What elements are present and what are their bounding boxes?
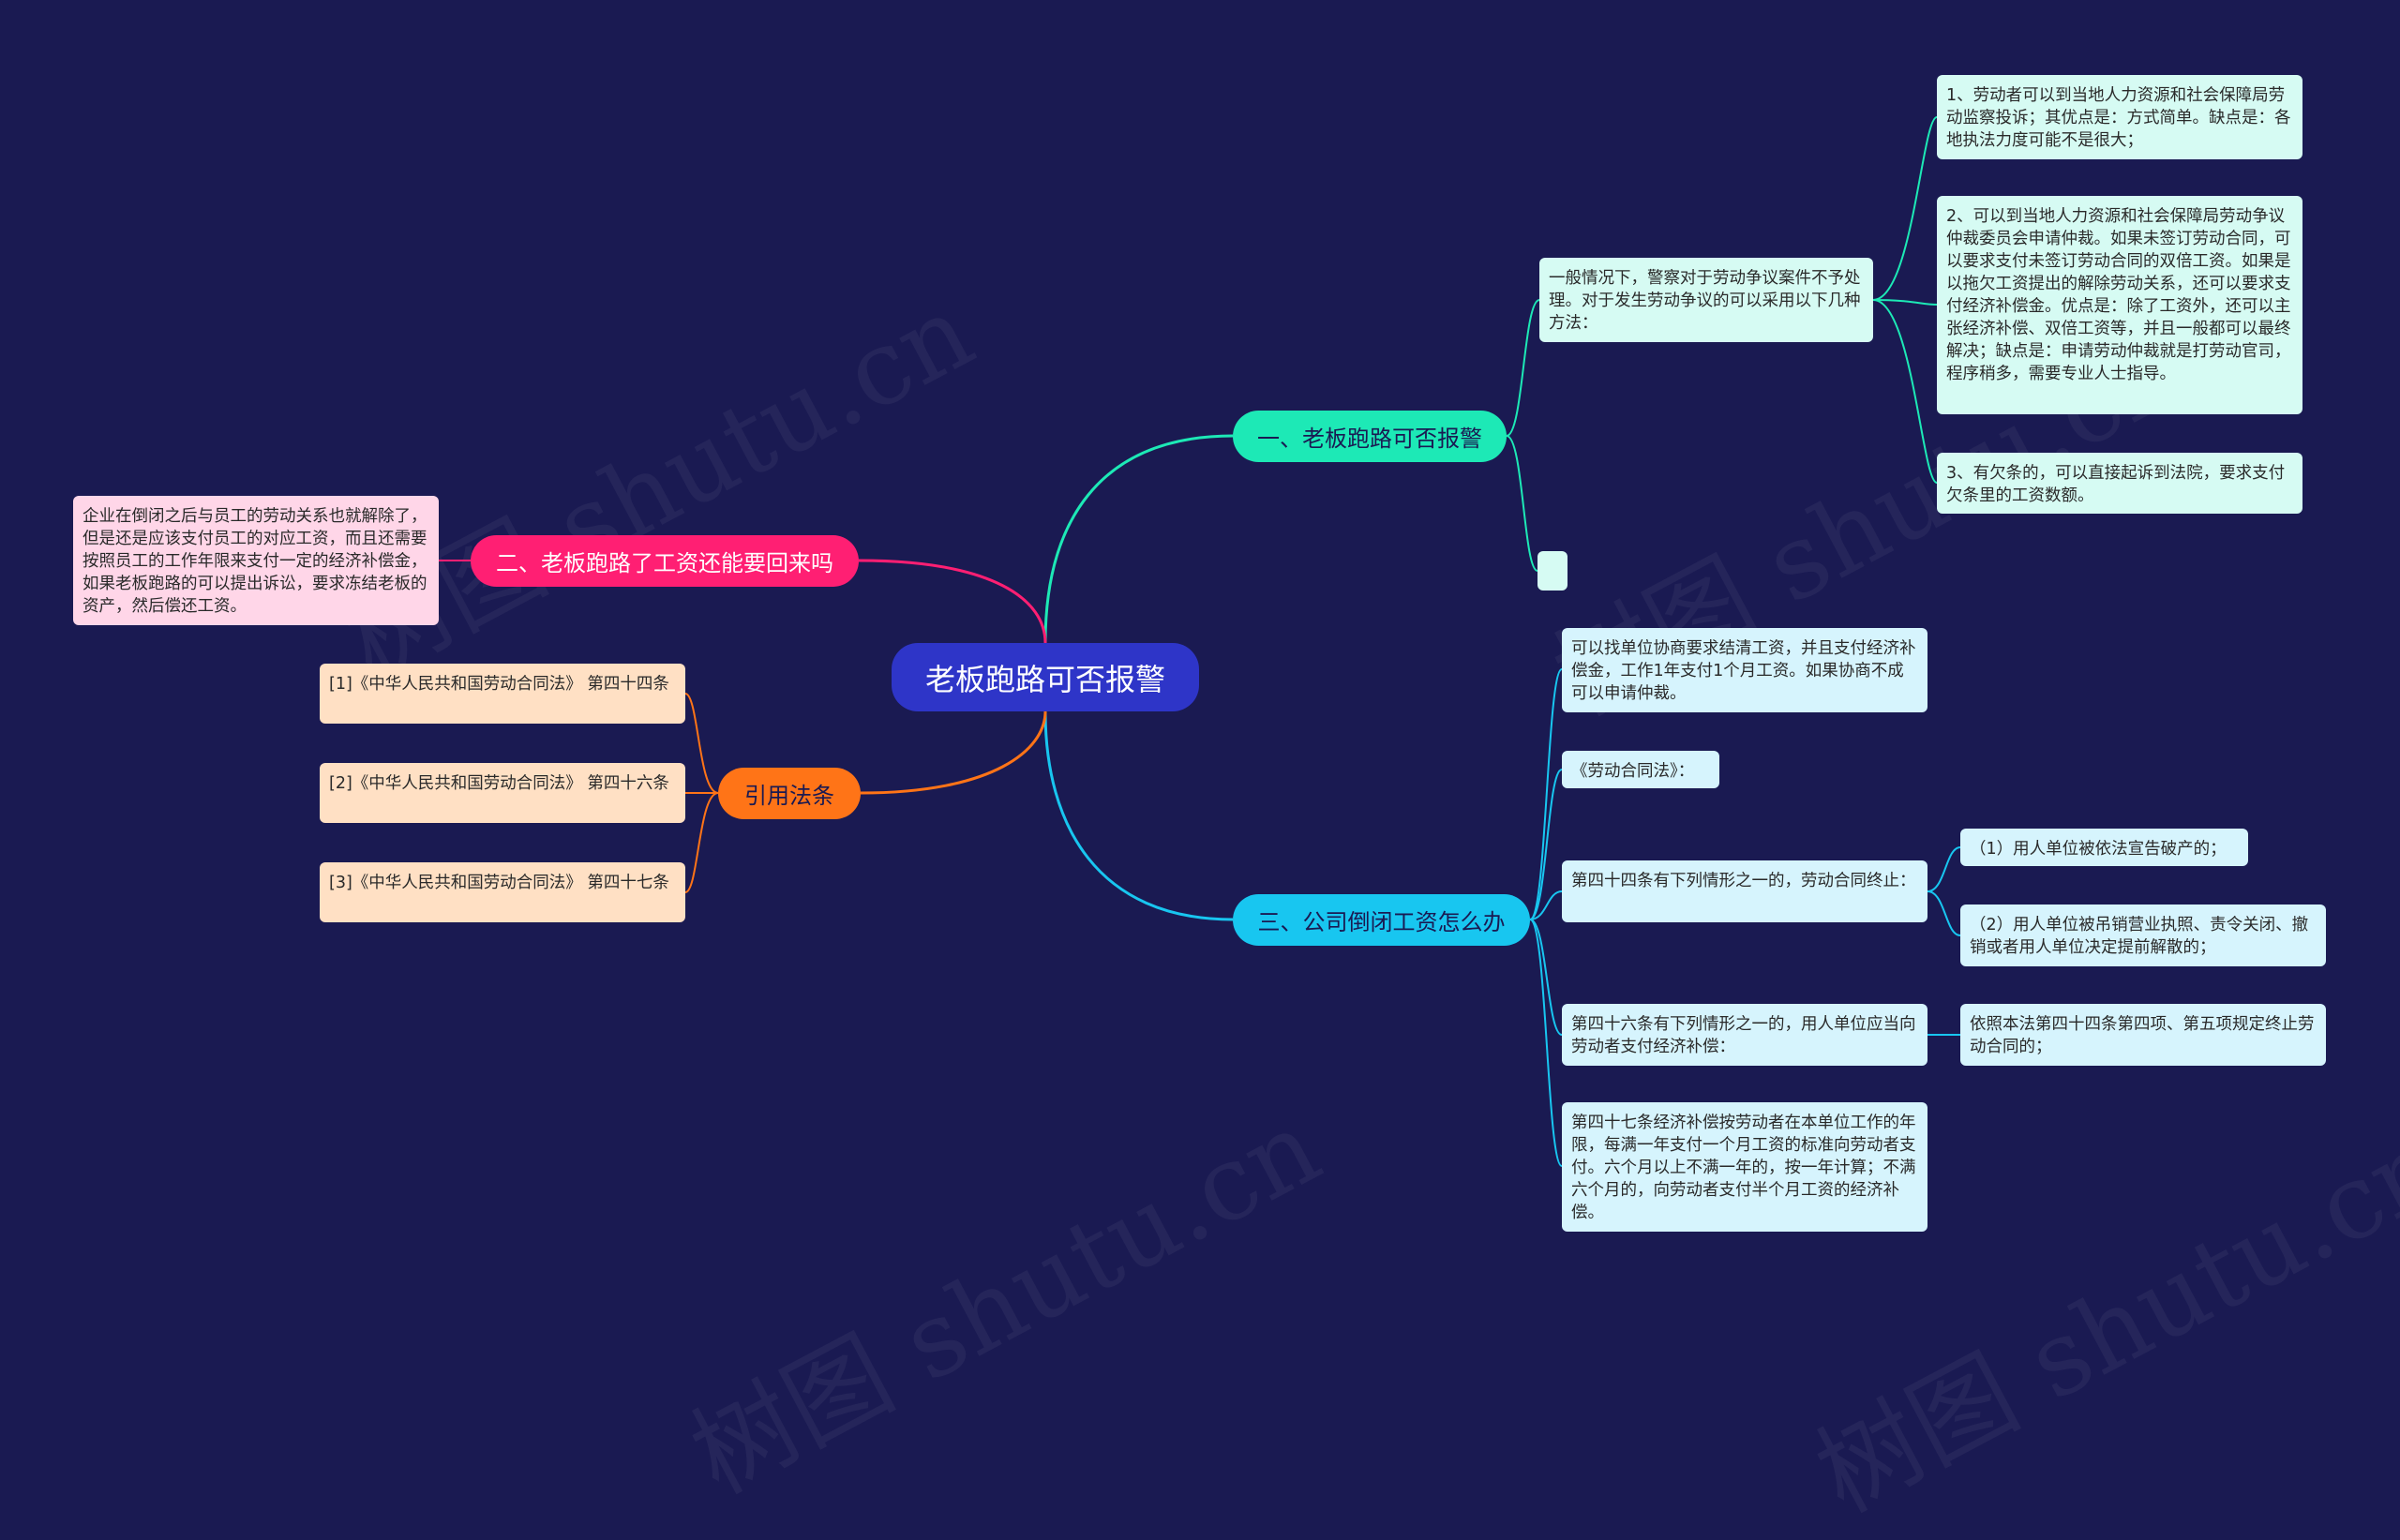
link-b3-c5	[1529, 919, 1563, 1167]
link-b3-c2	[1529, 769, 1563, 920]
branch-company-bankrupt[interactable]: 三、公司倒闭工资怎么办	[1233, 894, 1530, 946]
police-intro-node[interactable]: 一般情况下，警察对于劳动争议案件不予处理。对于发生劳动争议的可以采用以下几种方法…	[1539, 258, 1873, 342]
law-citation-2[interactable]: [2]《中华人民共和国劳动合同法》 第四十六条	[320, 763, 685, 823]
link-b3-c4	[1529, 919, 1563, 1036]
empty-node[interactable]	[1538, 551, 1568, 591]
article-47-node[interactable]: 第四十七条经济补偿按劳动者在本单位工作的年限，每满一年支付一个月工资的标准向劳动…	[1562, 1102, 1928, 1232]
link-c3-i1	[1927, 846, 1961, 892]
link-b4-l3	[684, 792, 719, 893]
law-citation-3[interactable]: [3]《中华人民共和国劳动合同法》 第四十七条	[320, 862, 685, 922]
connector-lines	[439, 116, 1961, 1167]
link-b3-c3	[1529, 890, 1563, 920]
link-root-b3	[1043, 710, 1234, 921]
branch-cited-laws[interactable]: 引用法条	[718, 768, 861, 819]
branch-can-report-police[interactable]: 一、老板跑路可否报警	[1233, 411, 1507, 462]
recover-wages-answer-node[interactable]: 企业在倒闭之后与员工的劳动关系也就解除了，但是还是应该支付员工的对应工资，而且还…	[73, 496, 439, 625]
method-2-node[interactable]: 2、可以到当地人力资源和社会保障局劳动争议仲裁委员会申请仲裁。如果未签订劳动合同…	[1937, 196, 2302, 414]
article-46-node[interactable]: 第四十六条有下列情形之一的，用人单位应当向劳动者支付经济补偿：	[1562, 1004, 1928, 1066]
article-46-item[interactable]: 依照本法第四十四条第四项、第五项规定终止劳动合同的；	[1960, 1004, 2326, 1066]
article-44-item-1[interactable]: （1）用人单位被依法宣告破产的；	[1960, 829, 2248, 866]
link-c3-i2	[1927, 890, 1961, 936]
link-b3-c1	[1529, 668, 1563, 920]
method-1-node[interactable]: 1、劳动者可以到当地人力资源和社会保障局劳动监察投诉；其优点是：方式简单。缺点是…	[1937, 75, 2302, 159]
link-b1-intro	[1506, 299, 1540, 437]
branch-recover-wages[interactable]: 二、老板跑路了工资还能要回来吗	[471, 535, 859, 587]
link-intro-m1	[1872, 116, 1938, 301]
article-44-node[interactable]: 第四十四条有下列情形之一的，劳动合同终止：	[1562, 860, 1928, 922]
method-3-node[interactable]: 3、有欠条的，可以直接起诉到法院，要求支付欠条里的工资数额。	[1937, 453, 2302, 514]
link-root-b1	[1043, 434, 1234, 644]
root-topic[interactable]: 老板跑路可否报警	[892, 643, 1199, 711]
link-intro-m2	[1872, 299, 1938, 306]
labor-contract-law-node[interactable]: 《劳动合同法》：	[1562, 751, 1719, 788]
link-root-b2	[858, 559, 1047, 644]
link-b1-empty	[1506, 435, 1538, 572]
article-44-item-2[interactable]: （2）用人单位被吊销营业执照、责令关闭、撤销或者用人单位决定提前解散的；	[1960, 905, 2326, 966]
law-citation-1[interactable]: [1]《中华人民共和国劳动合同法》 第四十四条	[320, 664, 685, 724]
negotiate-node[interactable]: 可以找单位协商要求结清工资，并且支付经济补偿金，工作1年支付1个月工资。如果协商…	[1562, 628, 1928, 712]
link-intro-m3	[1872, 299, 1938, 484]
link-root-b4	[860, 710, 1047, 795]
link-b4-l1	[684, 693, 719, 794]
